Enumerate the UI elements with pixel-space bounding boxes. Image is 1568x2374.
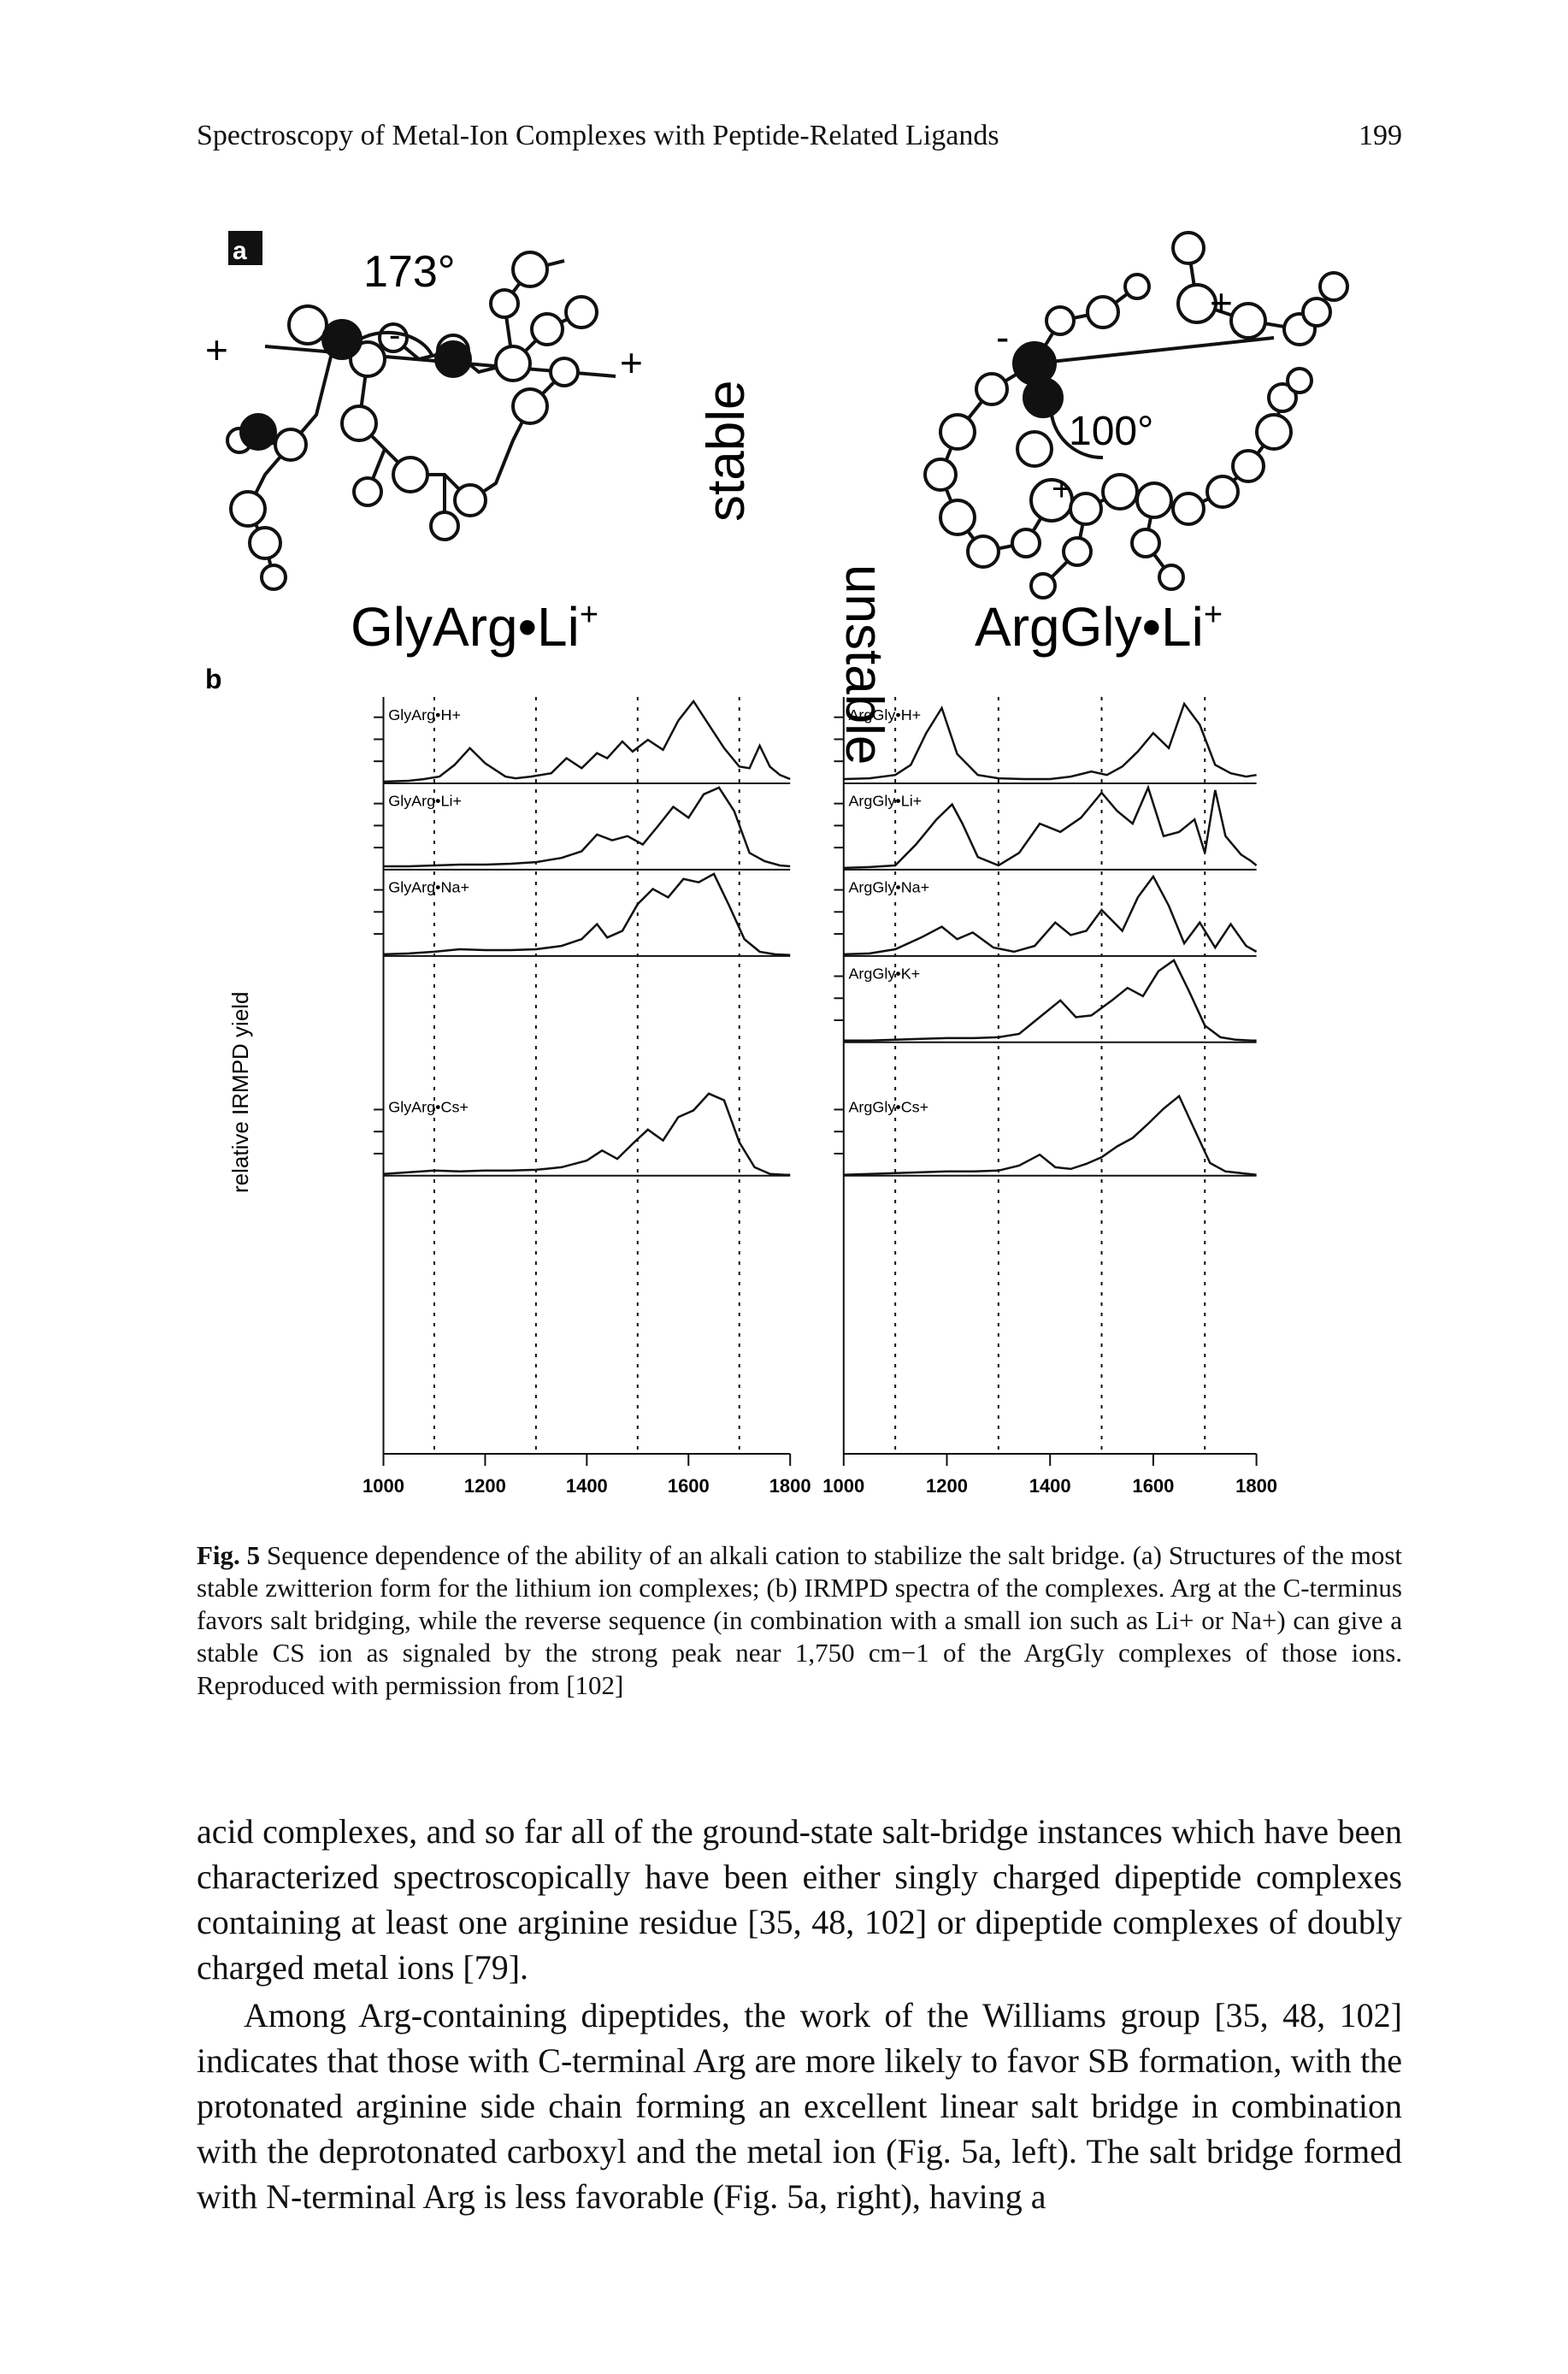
trace-label: ArgGly•Cs+ [848,1099,928,1116]
left-plus-2: + [620,340,643,385]
spectrum-trace [384,701,791,782]
trace-label: GlyArg•Cs+ [388,1099,469,1116]
trace-label: GlyArg•H+ [388,706,461,723]
figure-caption: Fig. 5 Sequence dependence of the abilit… [197,1539,1402,1702]
right-minus: - [996,315,1009,359]
x-tick-label: 1000 [363,1475,404,1497]
x-tick-label: 1400 [566,1475,608,1497]
spectrum-trace [384,874,791,955]
trace-label: ArgGly•K+ [848,966,920,983]
arggly-li-label: ArgGly•Li+ [975,596,1223,658]
caption-label: Fig. 5 [197,1540,261,1570]
page-number: 199 [1359,120,1402,151]
stable-label: stable [697,381,756,522]
caption-text: Sequence dependence of the ability of an… [197,1540,1402,1700]
trace-label: ArgGly•H+ [848,706,921,723]
trace-label: GlyArg•Li+ [388,793,462,810]
spectrum-trace [844,877,1257,954]
right-plus: + [1210,281,1233,325]
left-minus: - [389,316,400,354]
angle-173: 173° [363,247,456,297]
x-tick-label: 1600 [668,1475,710,1497]
glyarg-li-label: GlyArg•Li+ [351,596,598,658]
spectrum-trace [844,960,1257,1041]
panel-a-label-box [228,231,262,265]
y-axis-label: relative IRMPD yield [227,991,253,1193]
running-title: Spectroscopy of Metal-Ion Complexes with… [197,120,999,151]
x-tick-label: 1200 [926,1475,968,1497]
x-tick-label: 1200 [464,1475,506,1497]
spectrum-trace [384,788,791,866]
arggly-li-structure [923,231,1349,599]
right-plus-2: + [1052,470,1071,508]
x-tick-label: 1000 [822,1475,864,1497]
running-head: Spectroscopy of Metal-Ion Complexes with… [197,120,1402,162]
spectrum-trace [844,788,1257,868]
spectrum-trace [844,704,1257,779]
trace-label: ArgGly•Na+ [848,879,929,896]
trace-label: GlyArg•Na+ [388,879,469,896]
panel-a: a [205,231,1349,765]
spectrum-trace [384,1094,791,1175]
body-paragraph-2: Among Arg-containing dipeptides, the wor… [197,1996,1402,2216]
glyarg-li-structure [226,251,616,591]
spectrum-trace [844,1096,1257,1175]
trace-label: ArgGly•Li+ [848,793,922,810]
panel-a-label: a [233,237,247,265]
x-tick-label: 1800 [1235,1475,1277,1497]
body-paragraph-1: acid complexes, and so far all of the gr… [197,1812,1402,1987]
x-tick-label: 1400 [1029,1475,1071,1497]
panel-b-label: b [205,664,222,694]
angle-100: 100° [1069,409,1153,454]
x-tick-label: 1600 [1132,1475,1174,1497]
figure-5: a [205,231,1349,1497]
left-plus: + [205,328,228,372]
left-spectra-plot: GlyArg•H+ GlyArg•Li+ GlyArg•Na+ GlyArg•Cs+ 1… [363,697,811,1497]
panel-b: b relative IRMPD yield GlyArg•H+ GlyArg•L… [205,664,1277,1497]
right-spectra-plot: ArgGly•H+ ArgGly•Li+ ArgGly•Na+ ArgGly•K+ Ar… [822,697,1277,1497]
x-tick-label: 1800 [769,1475,811,1497]
